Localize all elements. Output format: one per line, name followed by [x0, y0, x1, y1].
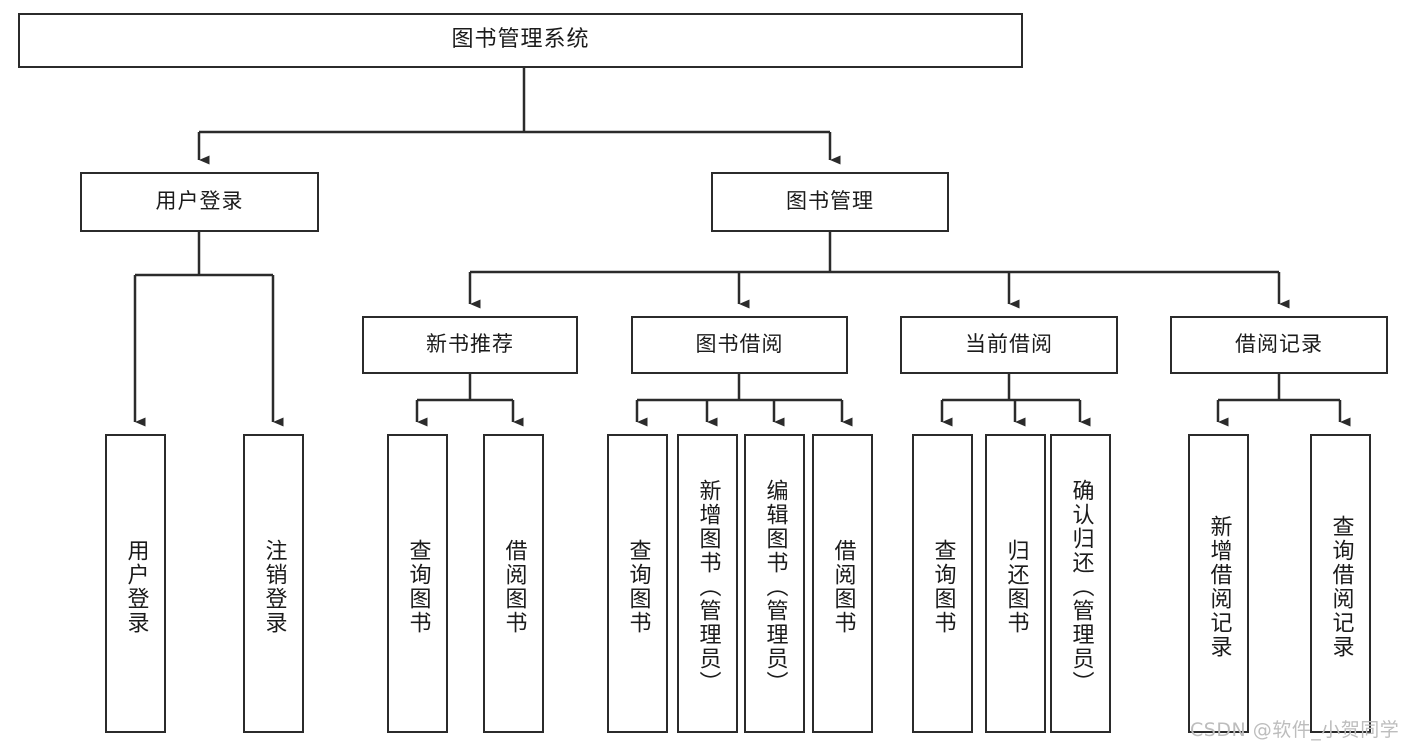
leaf-label: 用户登录: [123, 538, 149, 635]
leaf-label: 查询图书: [405, 538, 431, 635]
leaf-add-book-admin[interactable]: 新增图书（管理员）: [677, 434, 738, 733]
leaf-query-book-cb[interactable]: 查询图书: [912, 434, 973, 733]
leaf-label: 查询借阅记录: [1328, 514, 1354, 659]
node-current-borrow[interactable]: 当前借阅: [900, 316, 1118, 374]
leaf-label-wrap: 用户登录: [107, 442, 164, 731]
node-root[interactable]: 图书管理系统: [18, 13, 1023, 68]
node-book-borrow[interactable]: 图书借阅: [631, 316, 848, 374]
leaf-label: 借阅图书: [501, 538, 527, 635]
leaf-query-book-bb[interactable]: 查询图书: [607, 434, 668, 733]
csdn-watermark: CSDN @软件_小贺同学: [1190, 719, 1400, 741]
leaf-label: 新增图书（管理员）: [695, 478, 721, 695]
leaf-label-wrap: 借阅图书: [485, 442, 542, 731]
leaf-label-wrap: 借阅图书: [814, 442, 871, 731]
leaf-label: 归还图书: [1003, 538, 1029, 635]
leaf-label-wrap: 查询借阅记录: [1312, 442, 1369, 731]
leaf-label: 确认归还（管理员）: [1068, 478, 1094, 695]
leaf-label-wrap: 查询图书: [914, 442, 971, 731]
leaf-label: 查询图书: [625, 538, 651, 635]
leaf-confirm-return-admin[interactable]: 确认归还（管理员）: [1050, 434, 1111, 733]
node-user-login[interactable]: 用户登录: [80, 172, 319, 232]
node-book-management[interactable]: 图书管理: [711, 172, 949, 232]
leaf-label-wrap: 归还图书: [987, 442, 1044, 731]
leaf-label-wrap: 注销登录: [245, 442, 302, 731]
leaf-edit-book-admin[interactable]: 编辑图书（管理员）: [744, 434, 805, 733]
leaf-label-wrap: 新增借阅记录: [1190, 442, 1247, 731]
leaf-logout-login[interactable]: 注销登录: [243, 434, 304, 733]
leaf-query-borrow-record[interactable]: 查询借阅记录: [1310, 434, 1371, 733]
node-new-book-recommend[interactable]: 新书推荐: [362, 316, 578, 374]
leaf-label: 查询图书: [930, 538, 956, 635]
leaf-borrow-book-bb[interactable]: 借阅图书: [812, 434, 873, 733]
leaf-borrow-book-nbr[interactable]: 借阅图书: [483, 434, 544, 733]
leaf-label-wrap: 编辑图书（管理员）: [746, 442, 803, 731]
leaf-user-login[interactable]: 用户登录: [105, 434, 166, 733]
leaf-label-wrap: 查询图书: [389, 442, 446, 731]
leaf-return-book[interactable]: 归还图书: [985, 434, 1046, 733]
leaf-label-wrap: 查询图书: [609, 442, 666, 731]
leaf-label: 注销登录: [261, 538, 287, 635]
leaf-label: 借阅图书: [830, 538, 856, 635]
leaf-label: 编辑图书（管理员）: [762, 478, 788, 695]
leaf-label-wrap: 新增图书（管理员）: [679, 442, 736, 731]
leaf-label: 新增借阅记录: [1206, 514, 1232, 659]
leaf-label-wrap: 确认归还（管理员）: [1052, 442, 1109, 731]
node-borrow-record[interactable]: 借阅记录: [1170, 316, 1388, 374]
leaf-query-book-nbr[interactable]: 查询图书: [387, 434, 448, 733]
leaf-add-borrow-record[interactable]: 新增借阅记录: [1188, 434, 1249, 733]
